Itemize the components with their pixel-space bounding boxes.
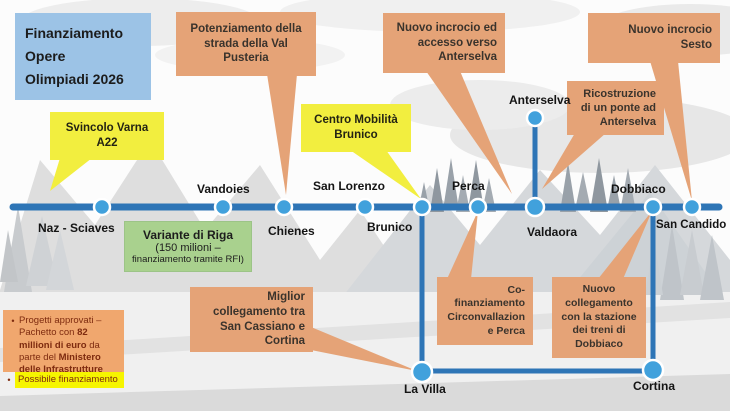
- tail-centro-mobilita: [350, 150, 421, 199]
- node-san-candido: [682, 197, 702, 217]
- tail-ricostruzione: [542, 133, 606, 189]
- callout-tails: [50, 61, 692, 371]
- station-label-san-candido: San Candido: [656, 219, 727, 231]
- legend-approved-part1: Progetti approvati – Pachetto con: [19, 315, 102, 339]
- node-valdaora: [524, 196, 546, 218]
- station-label-san-lorenzo: San Lorenzo: [313, 179, 386, 193]
- legend-bullet-2: •: [7, 374, 11, 385]
- legend-approved-text: Progetti approvati – Pachetto con 82 mil…: [19, 315, 120, 375]
- station-label-naz-sciaves: Naz - Sciaves: [38, 221, 115, 235]
- station-label-chienes: Chienes: [268, 224, 315, 238]
- legend-approved-part2: 82 millioni di euro: [19, 327, 88, 351]
- node-san-lorenzo: [355, 197, 375, 217]
- station-label-valdaora: Valdaora: [527, 225, 578, 239]
- callout-centro-mobilita: Centro Mobilità Brunico: [301, 104, 411, 152]
- legend-bullet: •: [11, 316, 15, 326]
- station-label-brunico: Brunico: [367, 220, 413, 234]
- callout-svincolo-varna: Svincolo Varna A22: [50, 112, 164, 160]
- node-naz-sciaves: [92, 197, 112, 217]
- station-label-dobbiaco: Dobbiaco: [611, 182, 666, 196]
- variante-amount: (150 milioni –: [155, 242, 221, 254]
- node-cortina: [641, 358, 665, 382]
- callout-incrocio-sesto: Nuovo incrocio Sesto: [588, 13, 720, 63]
- tail-nuovo-collegamento: [598, 211, 652, 279]
- callout-nuovo-collegamento-dobbiaco: Nuovo collegamento con la stazione dei t…: [552, 277, 646, 358]
- node-vandoies: [213, 197, 233, 217]
- station-label-perca: Perca: [452, 179, 485, 193]
- variante-funding: finanziamento tramite RFI): [132, 254, 244, 265]
- tail-svincolo-varna: [50, 158, 92, 191]
- station-label-vandoies: Vandoies: [197, 182, 250, 196]
- tail-incrocio-anterselva: [426, 71, 512, 194]
- legend-possible-funding: • Possibile finanziamento: [3, 372, 124, 388]
- node-brunico: [412, 197, 432, 217]
- legend-approved-projects: • Progetti approvati – Pachetto con 82 m…: [3, 310, 124, 375]
- node-perca: [468, 197, 488, 217]
- callout-cofinanziamento-perca: Co- finanziamento Circonvallazion e Perc…: [437, 277, 533, 345]
- legend-possible-text: Possibile finanziamento: [15, 372, 124, 388]
- variante-title: Variante di Riga: [142, 228, 234, 242]
- station-label-anterselva: Anterselva: [509, 93, 571, 107]
- callout-potenziamento-strada: Potenziamento della strada della Val Pus…: [176, 12, 316, 76]
- station-label-cortina: Cortina: [633, 379, 675, 393]
- callout-ricostruzione-ponte: Ricostruzione di un ponte ad Anterselva: [567, 81, 664, 135]
- node-chienes: [274, 197, 294, 217]
- legend-approved-part3: da parte del: [19, 339, 100, 364]
- tail-miglior-collegamento: [311, 327, 417, 371]
- variante-di-riga-box: Variante di Riga (150 milioni – finanzia…: [124, 221, 252, 272]
- node-la-villa: [410, 360, 434, 384]
- callout-miglior-collegamento: Miglior collegamento tra San Cassiano e …: [190, 287, 313, 352]
- node-dobbiaco: [643, 197, 663, 217]
- node-anterselva: [525, 108, 545, 128]
- legend-approved-part4: Ministero delle Infrastrutture: [19, 352, 103, 376]
- title-box: Finanziamento Opere Olimpiadi 2026: [15, 13, 151, 100]
- station-nodes: [92, 108, 702, 384]
- callout-incrocio-anterselva: Nuovo incrocio ed accesso verso Antersel…: [383, 13, 505, 73]
- station-label-la-villa: La Villa: [404, 382, 446, 396]
- tail-cofinanziamento: [447, 211, 478, 279]
- tail-potenziamento: [267, 74, 297, 195]
